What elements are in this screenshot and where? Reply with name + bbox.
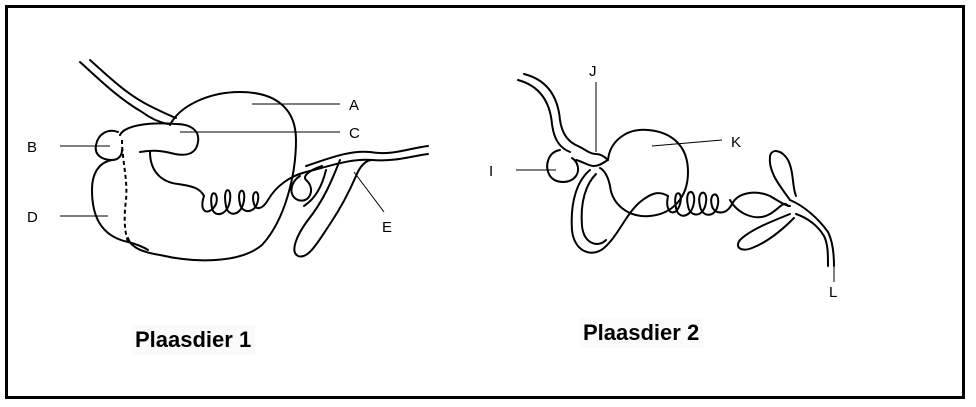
label-j: J xyxy=(589,63,597,80)
label-l: L xyxy=(829,284,837,301)
duct-l xyxy=(790,200,834,266)
label-c: C xyxy=(349,125,360,142)
testis-body-a xyxy=(128,92,296,260)
gland-upper xyxy=(770,151,796,200)
loop-2-inner xyxy=(582,174,606,244)
lobe-d xyxy=(92,160,148,250)
dashed-boundary xyxy=(122,140,128,242)
animal-1-figure xyxy=(80,60,428,260)
label-d: D xyxy=(27,209,38,226)
label-a: A xyxy=(349,97,359,114)
coil-1 xyxy=(202,172,306,214)
label-i: I xyxy=(489,163,493,180)
label-e: E xyxy=(382,219,392,236)
caption-animal-1: Plaasdier 1 xyxy=(131,325,255,355)
loop-2 xyxy=(572,170,668,253)
lobe-i xyxy=(547,150,578,182)
vas-deferens-2 xyxy=(518,74,578,152)
gland-lower xyxy=(738,214,794,250)
neck-j xyxy=(576,146,608,166)
gland-e-inner xyxy=(304,170,326,206)
label-k: K xyxy=(731,134,741,151)
lobe-b xyxy=(96,131,122,160)
duct-e xyxy=(306,146,428,172)
inner-curve xyxy=(150,152,204,196)
head-c xyxy=(120,123,198,154)
vas-deferens-1 xyxy=(80,60,176,124)
animal-2-figure xyxy=(518,74,834,266)
caption-animal-2: Plaasdier 2 xyxy=(579,318,703,348)
label-b: B xyxy=(27,139,37,156)
